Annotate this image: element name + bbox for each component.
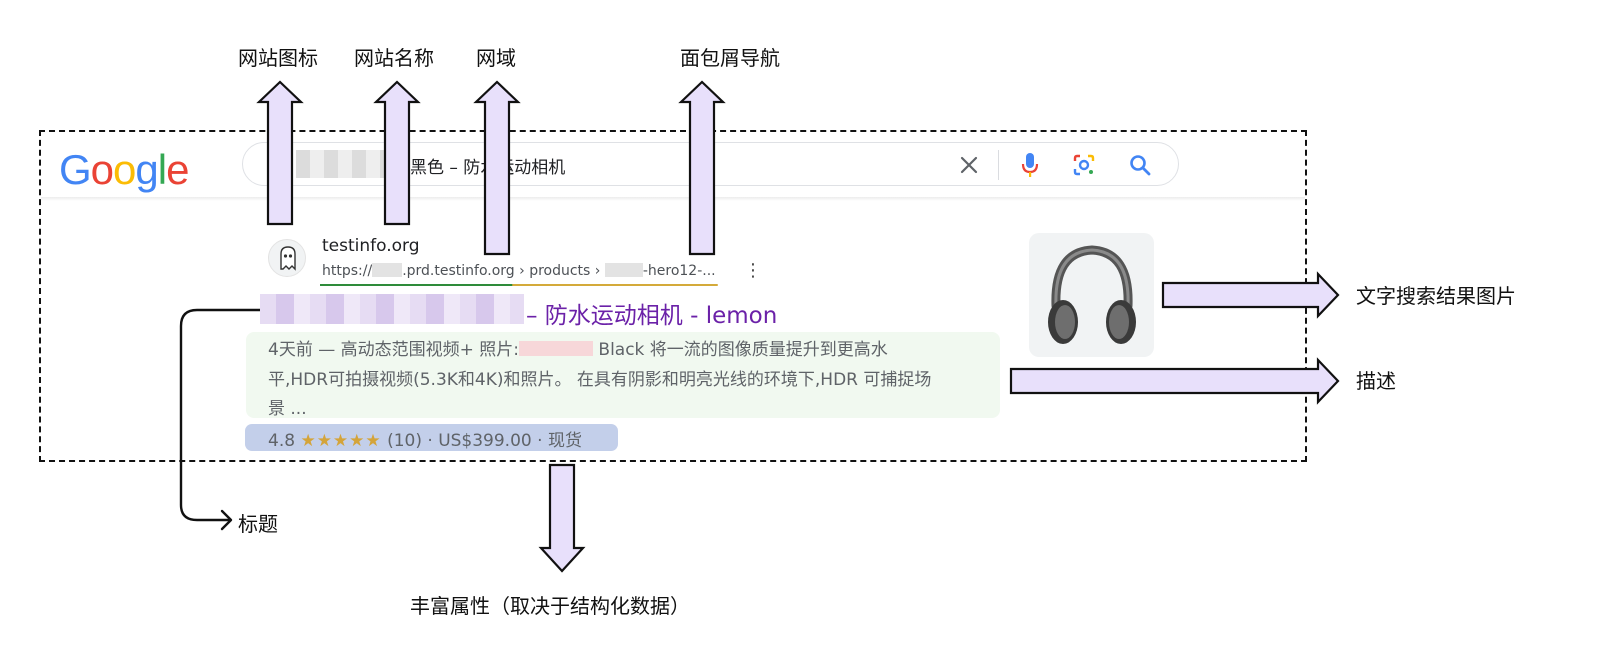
availability: 现货 (547, 431, 582, 451)
rich-attributes-annotation-label: 丰富属性（取决于结构化数据） (410, 594, 690, 618)
description-arrow (1009, 357, 1340, 405)
breadcrumb-underline (512, 284, 718, 286)
domain-underline (320, 284, 513, 286)
redacted-path-segment (604, 263, 643, 277)
url-tail: -hero12-... (642, 263, 716, 279)
clear-icon[interactable] (958, 154, 980, 176)
star-rating-icon: ★★★★★ (300, 431, 382, 451)
review-count: (10) (387, 431, 422, 451)
redacted-product-name (519, 341, 593, 356)
site-url-breadcrumb[interactable]: https:// .prd.testinfo.org › products › -… (322, 263, 716, 279)
breadcrumb-arrow (678, 80, 726, 256)
google-logo: Google (59, 146, 189, 193)
description-highlight (246, 332, 1000, 418)
rich-attributes-highlight (245, 424, 618, 451)
description-line2: 平,HDR可拍摄视频(5.3K和4K)和照片。 在具有阴影和明亮光线的环境下,H… (268, 369, 932, 390)
image-arrow (1161, 271, 1340, 319)
domain-arrow (473, 80, 521, 256)
description-start: 4天前 — 高动态范围视频+ 照片: (268, 340, 519, 360)
more-options-icon[interactable]: ⋮ (744, 260, 762, 281)
url-separator-2: › (590, 263, 605, 279)
site-name[interactable]: testinfo.org (322, 236, 420, 256)
title-bracket-arrow (179, 308, 260, 522)
rich-separator-1: · (421, 431, 439, 451)
microphone-icon[interactable] (1020, 151, 1040, 179)
result-title[interactable]: – 防水运动相机 - lemon (526, 303, 778, 329)
description-annotation-label: 描述 (1356, 369, 1396, 393)
lens-camera-icon[interactable] (1072, 153, 1096, 177)
url-prefix: https:// (322, 263, 373, 279)
result-description: 4天前 — 高动态范围视频+ 照片: Black 将一流的图像质量提升到更高水 … (268, 336, 1003, 425)
search-bar-divider (998, 150, 999, 180)
favicon-annotation-label: 网站图标 (238, 46, 318, 70)
redacted-subdomain (372, 263, 403, 277)
description-line3: 景 ... (268, 399, 307, 419)
title-annotation-label: 标题 (238, 512, 278, 536)
header-divider (41, 197, 1305, 201)
rich-attributes-arrow (538, 463, 586, 573)
title-arrowhead (220, 509, 233, 531)
favicon-arrow (256, 80, 304, 226)
rating-value: 4.8 (268, 431, 296, 451)
image-annotation-label: 文字搜索结果图片 (1356, 284, 1516, 308)
headphones-icon (1048, 245, 1136, 344)
rich-attributes: 4.8 ★★★★★ (10) · US$399.00 · 现货 (268, 426, 582, 451)
site-name-arrow (373, 80, 421, 226)
rich-separator-2: · (531, 431, 548, 451)
domain-annotation-label: 网域 (476, 46, 516, 70)
price: US$399.00 (438, 431, 532, 451)
site-name-annotation-label: 网站名称 (354, 46, 434, 70)
url-path: products (529, 263, 591, 279)
breadcrumb-annotation-label: 面包屑导航 (680, 46, 780, 70)
ghost-icon (280, 246, 296, 271)
redacted-title-block (260, 294, 524, 324)
url-domain: .prd.testinfo.org (402, 263, 515, 279)
url-separator-1: › (514, 263, 530, 279)
description-line1-end: Black 将一流的图像质量提升到更高水 (593, 340, 888, 360)
search-icon[interactable] (1128, 153, 1152, 177)
